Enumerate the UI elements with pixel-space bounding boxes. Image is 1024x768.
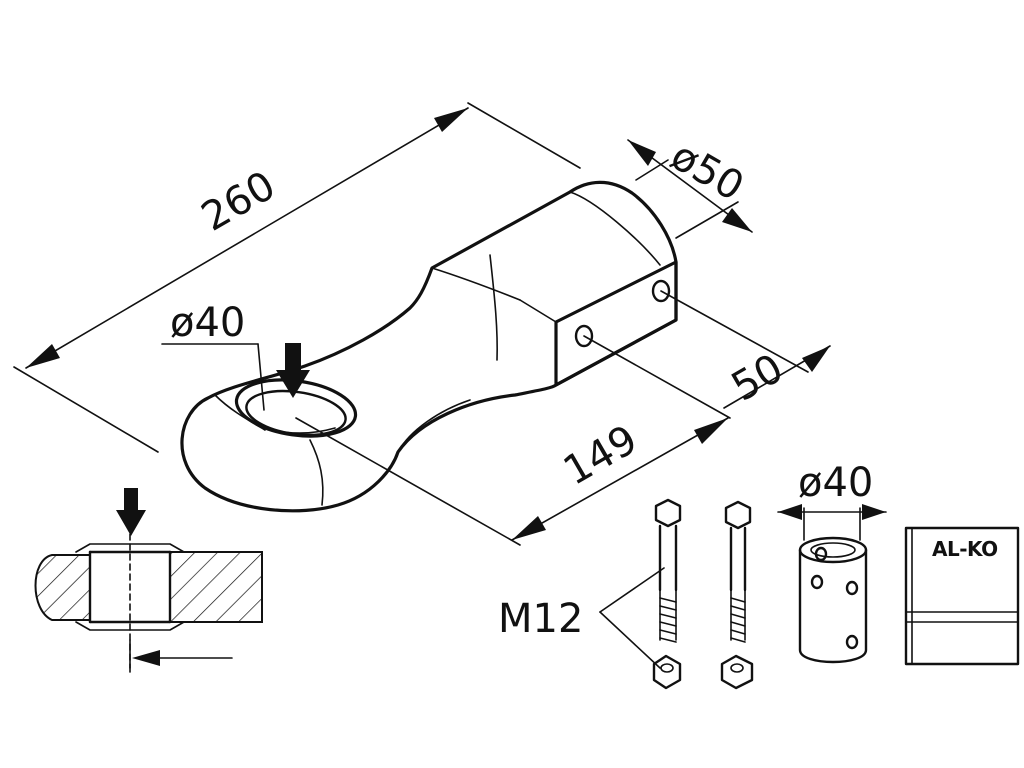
dimension-diameter-50: ø50 <box>627 133 753 239</box>
dimension-diameter-40-eye: ø40 <box>161 300 265 411</box>
dimension-260-label: 260 <box>194 163 283 241</box>
bolt-size-label: M12 <box>498 596 583 642</box>
bush: ø40 <box>777 460 887 664</box>
dimension-50-label: 50 <box>724 345 791 410</box>
dimension-149: 149 <box>295 335 731 546</box>
dimension-diameter-40-eye-label: ø40 <box>170 300 245 346</box>
brand-logo: AL-KO <box>932 537 998 561</box>
bush-diameter-label: ø40 <box>798 460 873 506</box>
towing-eye-body <box>180 180 678 513</box>
brand-plate: AL-KO <box>904 526 1020 666</box>
bolt-left <box>652 498 682 690</box>
section-view <box>34 488 263 673</box>
bolt-right <box>720 500 754 690</box>
load-arrow-eye <box>276 343 310 398</box>
bolt-label-group: M12 <box>498 567 665 669</box>
dimension-149-label: 149 <box>556 417 645 495</box>
